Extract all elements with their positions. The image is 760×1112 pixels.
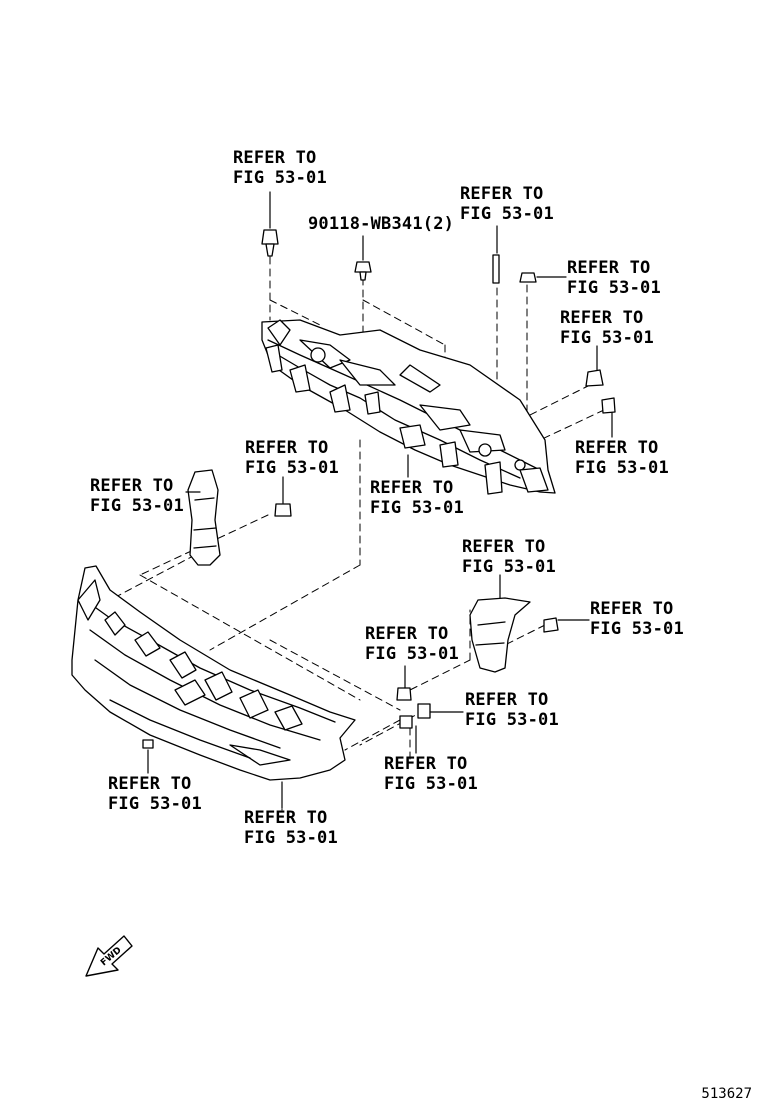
left-bracket — [187, 469, 221, 566]
leader-lines — [147, 191, 613, 809]
lower-front-cover — [71, 565, 356, 781]
upper-under-cover — [261, 319, 556, 495]
figure-number: 513627 — [701, 1086, 752, 1102]
fasteners — [142, 229, 616, 749]
fwd-arrow-icon — [85, 935, 133, 977]
part-number-label: 90118-WB341(2) — [308, 214, 455, 234]
right-bracket — [469, 597, 531, 673]
